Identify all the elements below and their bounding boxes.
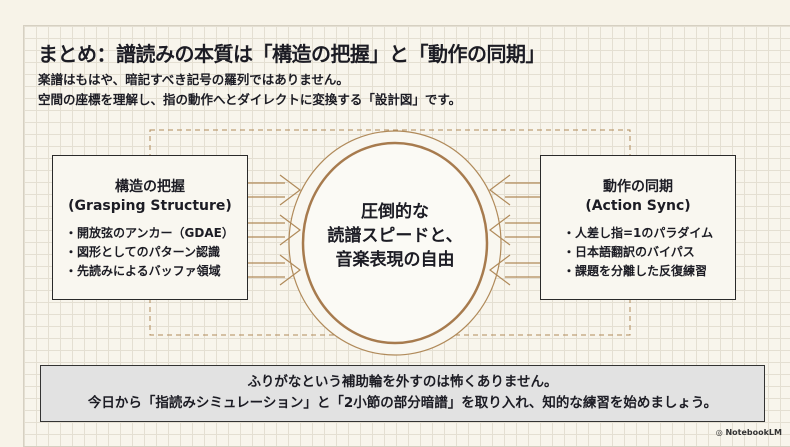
list-item: ・日本語翻訳のバイパス (563, 245, 695, 259)
center-line: 読譜スピードと、 (327, 226, 463, 246)
arrow-right (248, 174, 301, 206)
inner-ring (301, 141, 489, 345)
structure-heading-en: (Grasping Structure) (68, 198, 232, 214)
notebooklm-logo: ◎ NotebookLM (716, 428, 782, 437)
list-item: ・図形としてのパターン認識 (65, 245, 221, 259)
center-line: 圧倒的な (361, 202, 429, 222)
page-title: まとめ：譜読みの本質は「構造の把握」と「動作の同期」 (38, 42, 546, 66)
structure-heading: 構造の把握 (115, 179, 185, 195)
right-arrows (489, 174, 540, 286)
action-heading: 動作の同期 (603, 179, 673, 195)
arrow-right (248, 254, 301, 286)
action-heading-en: (Action Sync) (585, 198, 691, 214)
notebooklm-icon: ◎ (715, 428, 726, 437)
conclusion-line-1: ふりがなという補助輪を外すのは怖くありません。 (247, 374, 558, 390)
action-box: 動作の同期 (Action Sync) ・人差し指=1のパラダイム ・日本語翻訳… (540, 155, 736, 300)
structure-box: 構造の把握 (Grasping Structure) ・開放弦のアンカー（GDA… (52, 155, 248, 300)
conclusion-box: ふりがなという補助輪を外すのは怖くありません。 今日から「指読みシミュレーション… (40, 365, 765, 422)
conclusion-line-2: 今日から「指読みシミュレーション」と「2小節の部分暗譜」を取り入れ、知的な練習を… (87, 395, 718, 411)
arrow-right (248, 214, 301, 246)
center-line: 音楽表現の自由 (335, 250, 455, 270)
list-item: ・開放弦のアンカー（GDAE） (65, 226, 234, 240)
arrow-left (489, 214, 540, 246)
center-message: 圧倒的な 読譜スピードと、 音楽表現の自由 (305, 200, 485, 272)
list-item: ・課題を分離した反復練習 (563, 264, 708, 278)
subtitle-line-2: 空間の座標を理解し、指の動作へとダイレクトに変換する「設計図」です。 (38, 92, 462, 107)
left-arrows (248, 174, 301, 286)
list-item: ・先読みによるバッファ領域 (65, 264, 221, 278)
arrow-left (489, 174, 540, 206)
subtitle-line-1: 楽譜はもはや、暗記すべき記号の羅列ではありません。 (38, 72, 349, 87)
arrow-left (489, 254, 540, 286)
logo-text: NotebookLM (725, 428, 782, 437)
list-item: ・人差し指=1のパラダイム (563, 226, 714, 240)
